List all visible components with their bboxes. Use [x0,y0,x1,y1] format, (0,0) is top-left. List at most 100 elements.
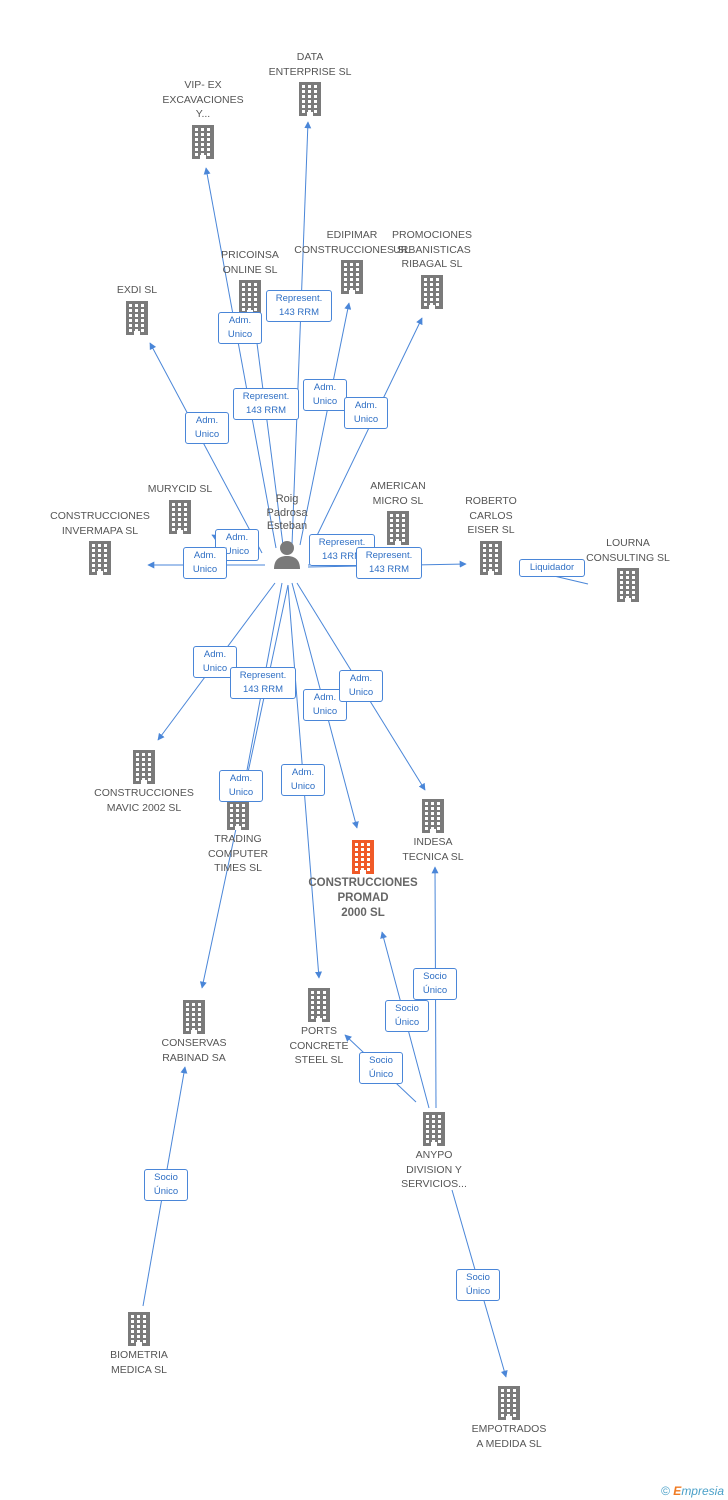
company-name-line: CONSULTING SL [586,551,670,564]
company-name-line: MEDICA SL [110,1363,168,1376]
person-icon [274,540,300,569]
relation-tag-indesa[interactable]: Adm.Unico [339,670,383,702]
relation-tag-vip[interactable]: Adm.Unico [218,312,262,344]
company-node-invermapa[interactable]: CONSTRUCCIONES INVERMAPA SL [30,509,170,575]
relation-tag-line: Unico [290,781,316,792]
relation-tag-line: Unico [312,396,338,407]
building-icon [169,499,191,534]
relation-tag-line: Represent. [239,670,287,681]
relation-tag-pricoinsa[interactable]: Represent.143 RRM [233,388,299,420]
company-node-conservas[interactable]: CONSERVAS RABINAD SA [124,1000,264,1065]
relation-tag-line: Represent. [365,550,413,561]
company-name-line: SERVICIOS... [401,1178,467,1190]
company-name-line: ROBERTO [465,495,517,507]
company-name-line: VIP- EX [184,79,222,91]
person-name-line-3: Esteban [266,520,308,532]
company-name-line: AMERICAN [370,480,426,492]
company-node-american[interactable]: AMERICAN MICRO SL [328,479,468,545]
company-name-line: PROMOCIONES [392,229,472,241]
company-node-lourna[interactable]: LOURNA CONSULTING SL [558,536,698,602]
brand-logo-text: mpresia [681,1484,724,1498]
company-name: AMERICAN MICRO SL [328,479,468,508]
relation-tag-line: Socio [423,971,447,982]
company-node-exdi[interactable]: EXDI SL [67,283,207,335]
company-name-line: MICRO SL [372,494,424,507]
company-node-murycid[interactable]: MURYCID SL [110,482,250,534]
relation-tag-mavic[interactable]: Adm.Unico [193,646,237,678]
relation-tag-line: Unico [224,546,250,557]
company-name-line: CONSTRUCCIONES [50,510,150,522]
company-name-line: PRICOINSA [221,249,279,261]
relation-tag-trading[interactable]: Adm.Unico [219,770,263,802]
relation-tag-roberto[interactable]: Liquidador [519,559,585,577]
relation-tag-line: 143 RRM [321,551,363,562]
building-icon [480,540,502,575]
edge-person-to-pricoinsa [251,319,284,546]
relation-tag-conservas[interactable]: Represent.143 RRM [230,667,296,699]
company-name-line: CONSERVAS [161,1037,227,1049]
edge-person-to-vip [203,167,277,549]
company-name: LOURNA CONSULTING SL [558,536,698,565]
relation-tag-line: Unico [192,564,218,575]
relation-tag-line: Adm. [193,550,217,561]
company-name-line: TRADING [214,833,262,845]
relation-tag-data[interactable]: Represent.143 RRM [266,290,332,322]
relation-tag-edipimar[interactable]: Adm.Unico [303,379,347,411]
relation-tag-ports[interactable]: Adm.Unico [281,764,325,796]
relation-tag-exdi[interactable]: Adm.Unico [185,412,229,444]
relation-tag-promociones[interactable]: Adm.Unico [344,397,388,429]
relation-tag-line: Adm. [228,315,252,326]
company-name: CONSTRUCCIONES INVERMAPA SL [30,509,170,538]
building-icon [423,1112,445,1146]
company-name-line: INVERMAPA SL [61,524,139,537]
company-name-line: DIVISION Y [406,1163,462,1176]
relation-tag-line: Adm. [195,415,219,426]
relation-tag-line: Socio [154,1172,178,1183]
company-name-line: 2000 SL [341,907,385,919]
building-icon [421,274,443,309]
relation-tag-line: Socio [466,1272,490,1283]
person-node[interactable]: Roig Padrosa Esteban [255,493,319,570]
company-name-line: MURYCID SL [147,483,213,495]
relation-tag-roberto[interactable]: Represent.143 RRM [356,547,422,579]
company-name: CONSERVAS RABINAD SA [124,1036,264,1065]
company-name-line: TECNICA SL [402,850,464,863]
relation-tag-line: Unico [348,687,374,698]
edge-person-to-data [291,121,312,546]
company-name-line: LOURNA [606,537,650,549]
relation-tag-line: Adm. [313,692,337,703]
relation-tag-line: 143 RRM [245,405,287,416]
relation-tag-line: Adm. [203,649,227,660]
company-name-line: CONSTRUCCIONES [94,787,194,799]
company-name-line: RABINAD SA [162,1051,226,1064]
company-name-line: URBANISTICAS [393,243,471,256]
relation-tag-invermapa[interactable]: Adm. Unico [183,547,227,579]
relation-tag-line: Adm. [225,532,249,543]
company-name-line: CONSTRUCCIONES SL [294,243,410,256]
relation-tag-line: Único [368,1069,394,1080]
